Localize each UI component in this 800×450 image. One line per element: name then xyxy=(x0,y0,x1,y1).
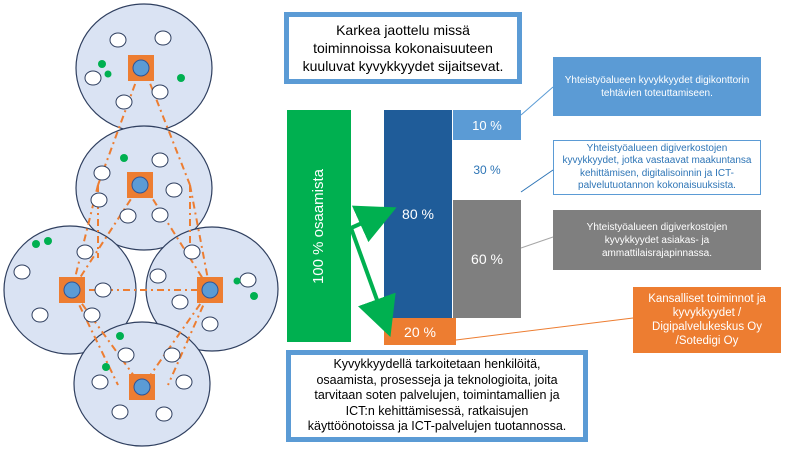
callout-regional-development: Yhteistyöalueen digiverkostojen kyvykkyy… xyxy=(553,140,761,195)
leader-line-60 xyxy=(520,236,554,249)
callout-customer-interface: Yhteistyöalueen digiverkostojen kyvykkyy… xyxy=(553,210,761,270)
callout-digioffice: Yhteistyöalueen kyvykkyydet digikonttori… xyxy=(553,57,761,116)
segment-10: 10 % xyxy=(453,110,521,140)
segment-30-label: 30 % xyxy=(473,163,501,177)
regional-share-bar: 80 % xyxy=(384,110,452,318)
arrow-to-80 xyxy=(350,205,397,243)
hub-nodes xyxy=(59,55,223,400)
definition-text: Kyvykkyydellä tarkoitetaan henkilöitä, o… xyxy=(307,357,567,434)
national-share-bar: 20 % xyxy=(384,318,456,345)
total-competence-bar: 100 % osaamista xyxy=(287,110,351,342)
callout-customer-interface-text: Yhteistyöalueen digiverkostojen kyvykkyy… xyxy=(586,221,728,259)
total-competence-label: 100 % osaamista xyxy=(310,168,328,284)
leader-line-10 xyxy=(520,86,554,116)
arrow-to-20 xyxy=(349,227,396,338)
callout-national-text: Kansalliset toiminnot ja kyvykkyydet / D… xyxy=(648,293,766,347)
callout-regional-development-text: Yhteistyöalueen digiverkostojen kyvykkyy… xyxy=(562,142,752,192)
leader-line-20 xyxy=(455,317,634,341)
segment-30: 30 % xyxy=(453,140,521,200)
definition-box: Kyvykkyydellä tarkoitetaan henkilöitä, o… xyxy=(286,350,588,442)
regional-share-label: 80 % xyxy=(402,206,434,222)
title-text: Karkea jaottelu missä toiminnoissa kokon… xyxy=(302,22,504,74)
segment-60: 60 % xyxy=(453,200,521,318)
small-green-dots xyxy=(32,60,258,371)
segment-10-label: 10 % xyxy=(472,117,502,133)
title-box: Karkea jaottelu missä toiminnoissa kokon… xyxy=(284,12,522,84)
member-nodes xyxy=(13,30,257,422)
segment-60-label: 60 % xyxy=(471,251,503,267)
network-connections xyxy=(71,67,211,388)
callout-digioffice-text: Yhteistyöalueen kyvykkyydet digikonttori… xyxy=(564,74,750,99)
leader-line-30 xyxy=(520,169,554,193)
network-diagram xyxy=(3,3,279,447)
callout-national: Kansalliset toiminnot ja kyvykkyydet / D… xyxy=(633,287,781,353)
national-share-label: 20 % xyxy=(404,323,436,340)
